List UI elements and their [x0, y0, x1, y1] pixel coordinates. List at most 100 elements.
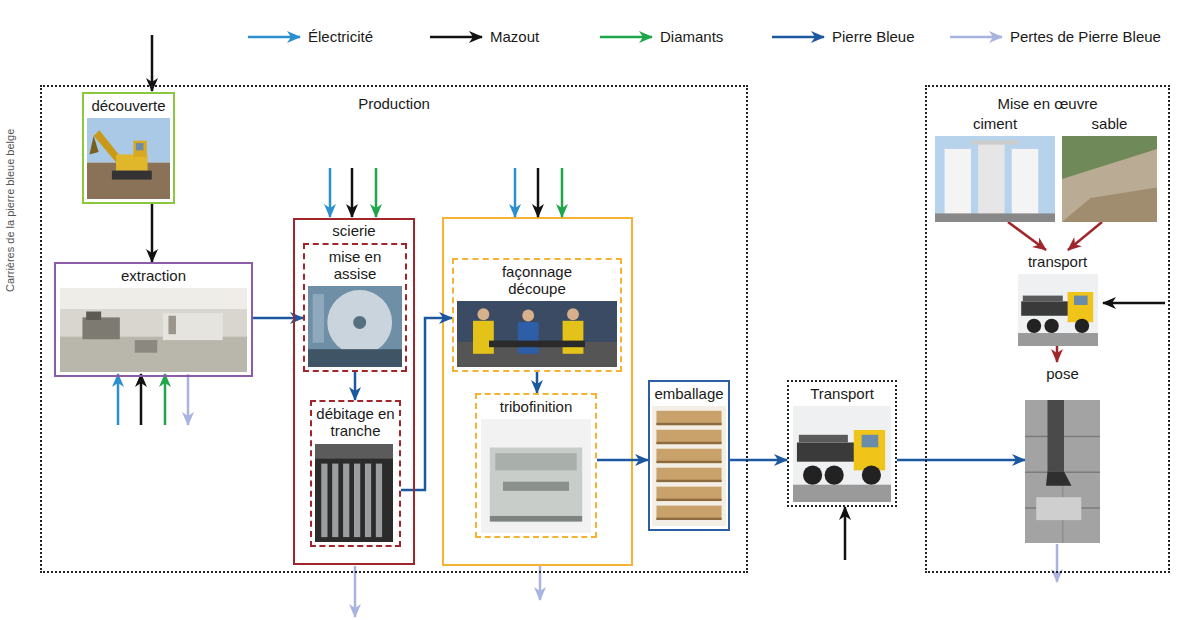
illustration-shape — [1074, 296, 1088, 305]
legend-label: Mazout — [490, 28, 539, 46]
flow-arrow — [536, 372, 539, 393]
step-box: mise en assise — [303, 243, 407, 372]
legend-arrow — [950, 36, 1002, 39]
diamond-input-arrow — [375, 168, 378, 217]
illustration-shape — [978, 143, 1004, 222]
diamond-input-arrow — [561, 168, 564, 217]
flow-arrow — [1008, 222, 1046, 250]
node-label: transport — [1015, 253, 1100, 270]
illustration-shape — [854, 430, 885, 470]
flow-arrow — [730, 459, 787, 462]
illustration-shape — [82, 317, 119, 339]
node-label: façonnage découpe — [487, 263, 587, 298]
step-box: façonnage découpe — [452, 258, 622, 372]
power-input-arrow — [329, 168, 332, 217]
illustration-shape — [315, 444, 393, 542]
fuel-input-arrow — [537, 168, 540, 217]
legend-arrow — [430, 36, 482, 39]
illustration-shape — [1062, 149, 1157, 222]
process-item: transport — [1015, 250, 1100, 346]
illustration-shape — [656, 449, 721, 463]
node-label: tribofinition — [477, 398, 595, 415]
illustration-shape — [862, 466, 881, 485]
illustration-shape — [1021, 301, 1069, 315]
legend-arrow — [248, 36, 300, 39]
illustration-shape — [1018, 333, 1098, 346]
fuel-input-arrow — [1103, 302, 1165, 305]
power-input-arrow — [514, 168, 517, 217]
illustration-shape — [168, 316, 175, 334]
illustration-shape — [376, 464, 382, 537]
legend-arrow — [600, 36, 652, 39]
illustration-shape — [354, 464, 360, 537]
illustration-shape — [89, 136, 98, 155]
legend-label: Pierre Bleue — [832, 28, 915, 46]
illustration-shape — [1075, 319, 1089, 333]
illustration-shape — [656, 480, 721, 482]
illustration-shape — [353, 316, 366, 329]
illustration-shape — [825, 466, 844, 485]
stage-frame: Productiondécouverteextractionscieriemis… — [40, 85, 748, 573]
illustration-shape — [656, 430, 721, 444]
photo-illustration — [481, 419, 591, 533]
illustration-shape — [86, 312, 101, 320]
illustration-shape — [163, 313, 223, 340]
illustration-shape — [652, 406, 726, 526]
illustration-shape — [1048, 400, 1065, 472]
illustration-shape — [495, 453, 576, 470]
illustration-shape — [477, 308, 489, 320]
fuel-input-arrow — [151, 35, 154, 91]
loss-arrow — [354, 566, 357, 617]
node-label: emballage — [650, 385, 728, 402]
illustration-shape — [481, 419, 591, 533]
material-item: sable — [1062, 112, 1157, 222]
illustration-shape — [522, 310, 534, 322]
material-item: ciment — [935, 112, 1055, 222]
photo-illustration — [60, 288, 247, 372]
illustration-shape — [489, 341, 585, 348]
illustration-shape — [656, 423, 721, 425]
illustration-shape — [1018, 274, 1098, 346]
node-label: Mise en œuvre — [927, 95, 1168, 112]
illustration-shape — [1027, 319, 1041, 333]
illustration-shape — [803, 466, 822, 485]
loss-arrow — [187, 374, 190, 425]
illustration-shape — [518, 322, 539, 354]
illustration-shape — [308, 286, 402, 367]
flow-arrow — [897, 459, 1025, 462]
illustration-shape — [315, 444, 393, 459]
illustration-shape — [797, 442, 856, 461]
illustration-shape — [656, 442, 721, 444]
illustration-shape — [503, 482, 569, 491]
illustration-shape — [1068, 292, 1094, 322]
illustration-shape — [490, 516, 582, 522]
illustration-shape — [135, 340, 157, 353]
illustration-shape — [136, 143, 143, 150]
process-box: découverte — [82, 92, 175, 204]
flow-arrow — [253, 317, 303, 320]
illustration-shape — [563, 321, 584, 354]
illustration-shape — [313, 294, 324, 343]
node-label: ciment — [935, 115, 1055, 132]
illustration-shape — [935, 213, 1055, 222]
fuel-input-arrow — [844, 507, 847, 560]
photo-illustration — [1025, 400, 1100, 543]
illustration-shape — [971, 140, 1019, 144]
photo-illustration — [793, 406, 891, 502]
illustration-shape — [945, 149, 971, 222]
stage-frame: Mise en œuvrecimentsabletransportpose — [925, 85, 1170, 573]
flow-arrow — [597, 459, 648, 462]
illustration-shape — [1044, 319, 1058, 333]
fuel-input-arrow — [351, 168, 354, 217]
illustration-shape — [656, 506, 721, 520]
legend-arrow — [772, 36, 824, 39]
legend-label: Pertes de Pierre Bleue — [1010, 28, 1161, 46]
photo-illustration — [308, 286, 402, 367]
illustration-shape — [656, 411, 721, 425]
illustration-shape — [793, 485, 891, 502]
illustration-shape — [60, 288, 247, 372]
illustration-shape — [1062, 188, 1157, 222]
node-label: sable — [1062, 115, 1157, 132]
loss-arrow — [1056, 544, 1059, 582]
